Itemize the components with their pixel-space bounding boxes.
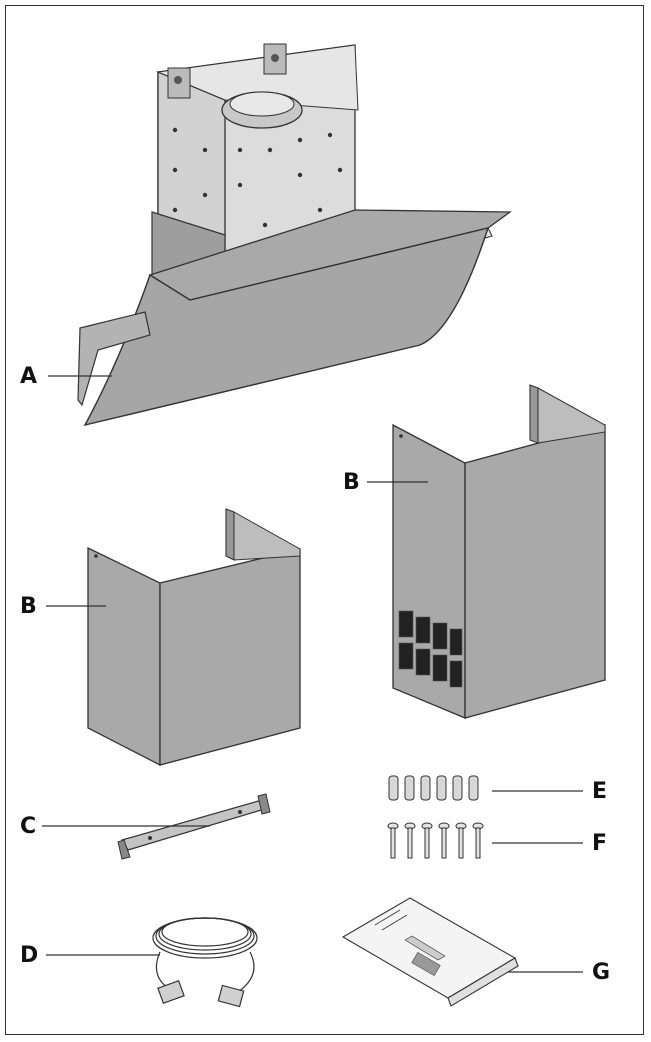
chimney-cover-small-icon [87,508,301,767]
power-cable-icon [152,917,258,1008]
label-g: G [592,960,611,985]
label-b-small: B [20,594,37,619]
chimney-cover-large-icon [392,384,606,719]
label-d: D [20,943,39,968]
instruction-manual-icon [341,897,519,1007]
mounting-bracket-icon [117,793,271,860]
label-b-large: B [343,470,360,495]
cooker-hood-icon [77,43,512,427]
screws-icon [387,822,484,859]
label-f: F [592,831,608,856]
label-a: A [20,364,38,389]
wall-plugs-icon [388,775,479,801]
diagram-frame [5,5,644,1035]
label-c: C [20,814,37,839]
label-e: E [592,779,608,804]
